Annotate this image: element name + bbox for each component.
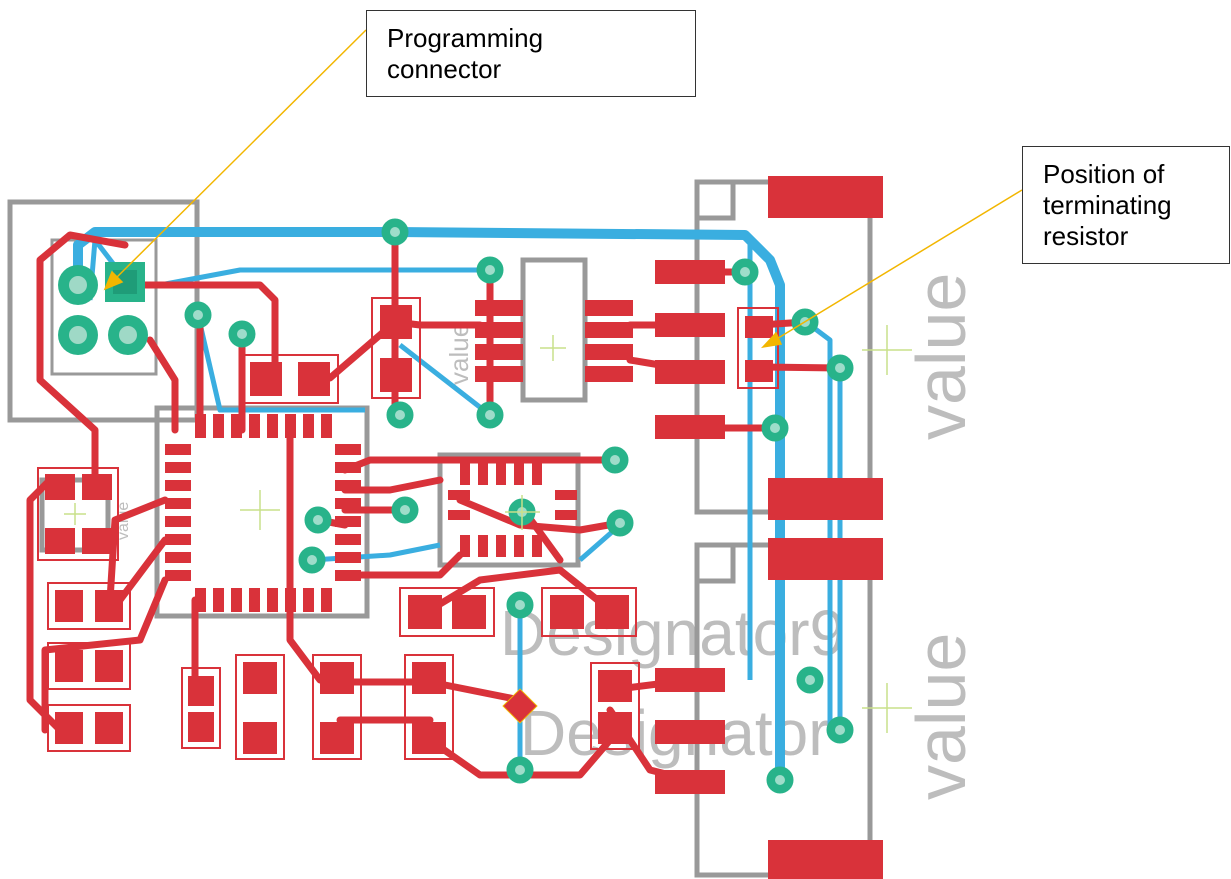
connector-top-pads: [655, 176, 883, 520]
mcu-pin-row-bottom: [195, 588, 332, 612]
callout-text-line: Programming: [387, 23, 544, 53]
programming-leader-line: [111, 29, 367, 283]
center-crosses: [64, 325, 912, 733]
programming-leader-arrow: [103, 270, 124, 291]
ic3-pads: [448, 463, 577, 557]
terminating-resistor-callout: Position of terminating resistor: [1022, 146, 1230, 264]
connector-value-label-bottom: value: [902, 633, 980, 800]
trace-top-1: [36, 231, 129, 484]
ic2-pads: [475, 300, 633, 382]
passive-pads: [45, 305, 773, 754]
passive-outlines: [37, 297, 779, 760]
trace-bottom-2: [159, 267, 490, 288]
trace-top-2: [121, 281, 279, 382]
via-holes: [193, 227, 845, 785]
callout-leaders: [103, 29, 1023, 349]
mcu-pin-col-left: [165, 444, 191, 581]
callout-text-line: Position of: [1043, 159, 1165, 189]
connector-bottom-pads: [655, 538, 883, 879]
smd-pads: [45, 176, 883, 879]
trace-bottom-4: [398, 343, 492, 417]
callout-text-line: resistor: [1043, 221, 1129, 251]
mcu-pin-row-top: [195, 414, 332, 438]
terminating-leader-line: [769, 189, 1023, 344]
trace-top-19: [341, 551, 464, 579]
trace-bottom-8: [311, 542, 441, 563]
trace-top-24: [26, 476, 64, 734]
terminating-leader-arrow: [760, 331, 783, 349]
header-inner-outline: [50, 238, 158, 376]
mcu-pin-col-right: [335, 444, 361, 581]
trace-top-5: [146, 336, 179, 434]
connector-value-label-top: value: [902, 273, 980, 440]
trace-top-22: [116, 536, 169, 604]
trace-bottom-3: [195, 314, 365, 413]
header-pins: [58, 265, 148, 355]
mcu-outline: [154, 405, 370, 619]
connector-bottom-notch: [694, 542, 736, 584]
ic3-outline: [437, 452, 581, 568]
trace-top-23: [41, 576, 169, 734]
trace-bottom-6: [808, 323, 833, 730]
callout-text-line: terminating: [1043, 190, 1172, 220]
trace-top-20: [286, 426, 324, 684]
callout-text-line: connector: [387, 54, 502, 84]
ic-value-label: value: [444, 323, 474, 385]
programming-connector-callout: Programming connector: [366, 10, 696, 97]
trace-top-33: [456, 496, 624, 534]
connector-top-notch: [694, 179, 736, 221]
small-diamond-component: [502, 688, 538, 724]
trace-top-21: [106, 496, 169, 604]
trace-bottom-1: [73, 227, 785, 780]
ic2-outline: [520, 257, 588, 403]
